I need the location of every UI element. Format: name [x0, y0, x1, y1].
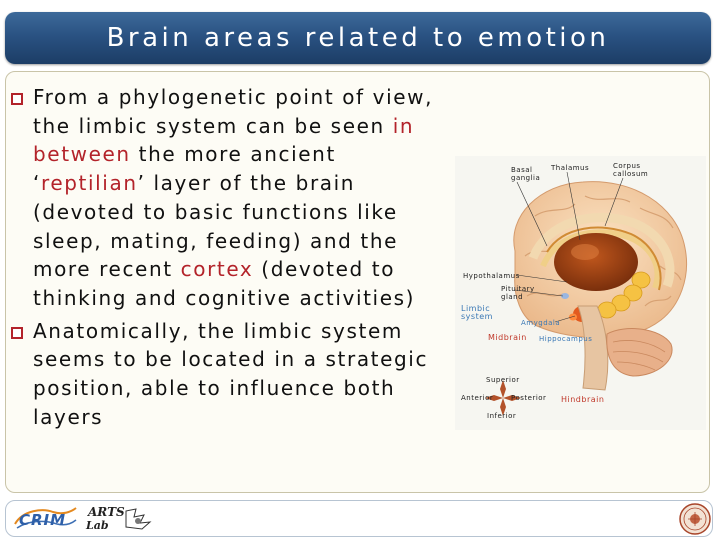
bullet-text: From a phylogenetic point of view, the l…: [33, 85, 434, 138]
bullet-item: Anatomically, the limbic system seems to…: [10, 317, 440, 432]
label-anterior: Anterior: [461, 394, 494, 402]
bullet-text: (devoted to thinking and cognitive activ…: [33, 257, 416, 310]
university-seal-icon: [679, 503, 711, 535]
bullet-text: Anatomically, the limbic system seems to…: [33, 318, 429, 429]
highlight-text: cortex: [180, 257, 254, 282]
arts-lab-logo: ARTS Lab: [86, 505, 154, 534]
label-amygdala: Amygdala: [521, 319, 561, 327]
label-hippocampus: Hippocampus: [539, 335, 593, 343]
arts-logo-graphic: [125, 508, 152, 530]
label-superior: Superior: [486, 376, 520, 384]
crim-logo-graphic: [14, 507, 77, 529]
crim-logo-text: CRIM: [19, 511, 67, 529]
label-posterior: Posterior: [511, 394, 547, 402]
highlight-text: reptilian: [40, 171, 138, 196]
highlight-text: in between: [33, 113, 415, 167]
label-hypothalamus: Hypothalamus: [463, 272, 520, 280]
label-thalamus: Thalamus: [551, 164, 590, 172]
slide-title: Brain areas related to emotion: [106, 23, 610, 53]
label-midbrain: Midbrain: [488, 333, 527, 342]
bullet-item: From a phylogenetic point of view, the l…: [10, 83, 440, 313]
bullet-square-icon: [11, 326, 23, 339]
bullet-square-icon: [11, 93, 23, 105]
bullet-text: ’ layer of the brain (devoted to basic f…: [33, 171, 399, 282]
arts-logo-text: ARTS: [88, 505, 125, 519]
bullet-text: the more ancient ‘: [33, 142, 336, 196]
brain-illustration: [485, 171, 688, 416]
label-hindbrain: Hindbrain: [561, 395, 605, 404]
seal-graphic: [679, 503, 711, 535]
title-bar: Brain areas related to emotion: [5, 12, 711, 64]
bullet-list: From a phylogenetic point of view, the l…: [10, 83, 440, 431]
footer-bar: [5, 500, 713, 537]
label-inferior: Inferior: [487, 412, 517, 420]
arts-logo-sub: Lab: [86, 519, 109, 532]
crim-logo: CRIM: [13, 506, 78, 532]
